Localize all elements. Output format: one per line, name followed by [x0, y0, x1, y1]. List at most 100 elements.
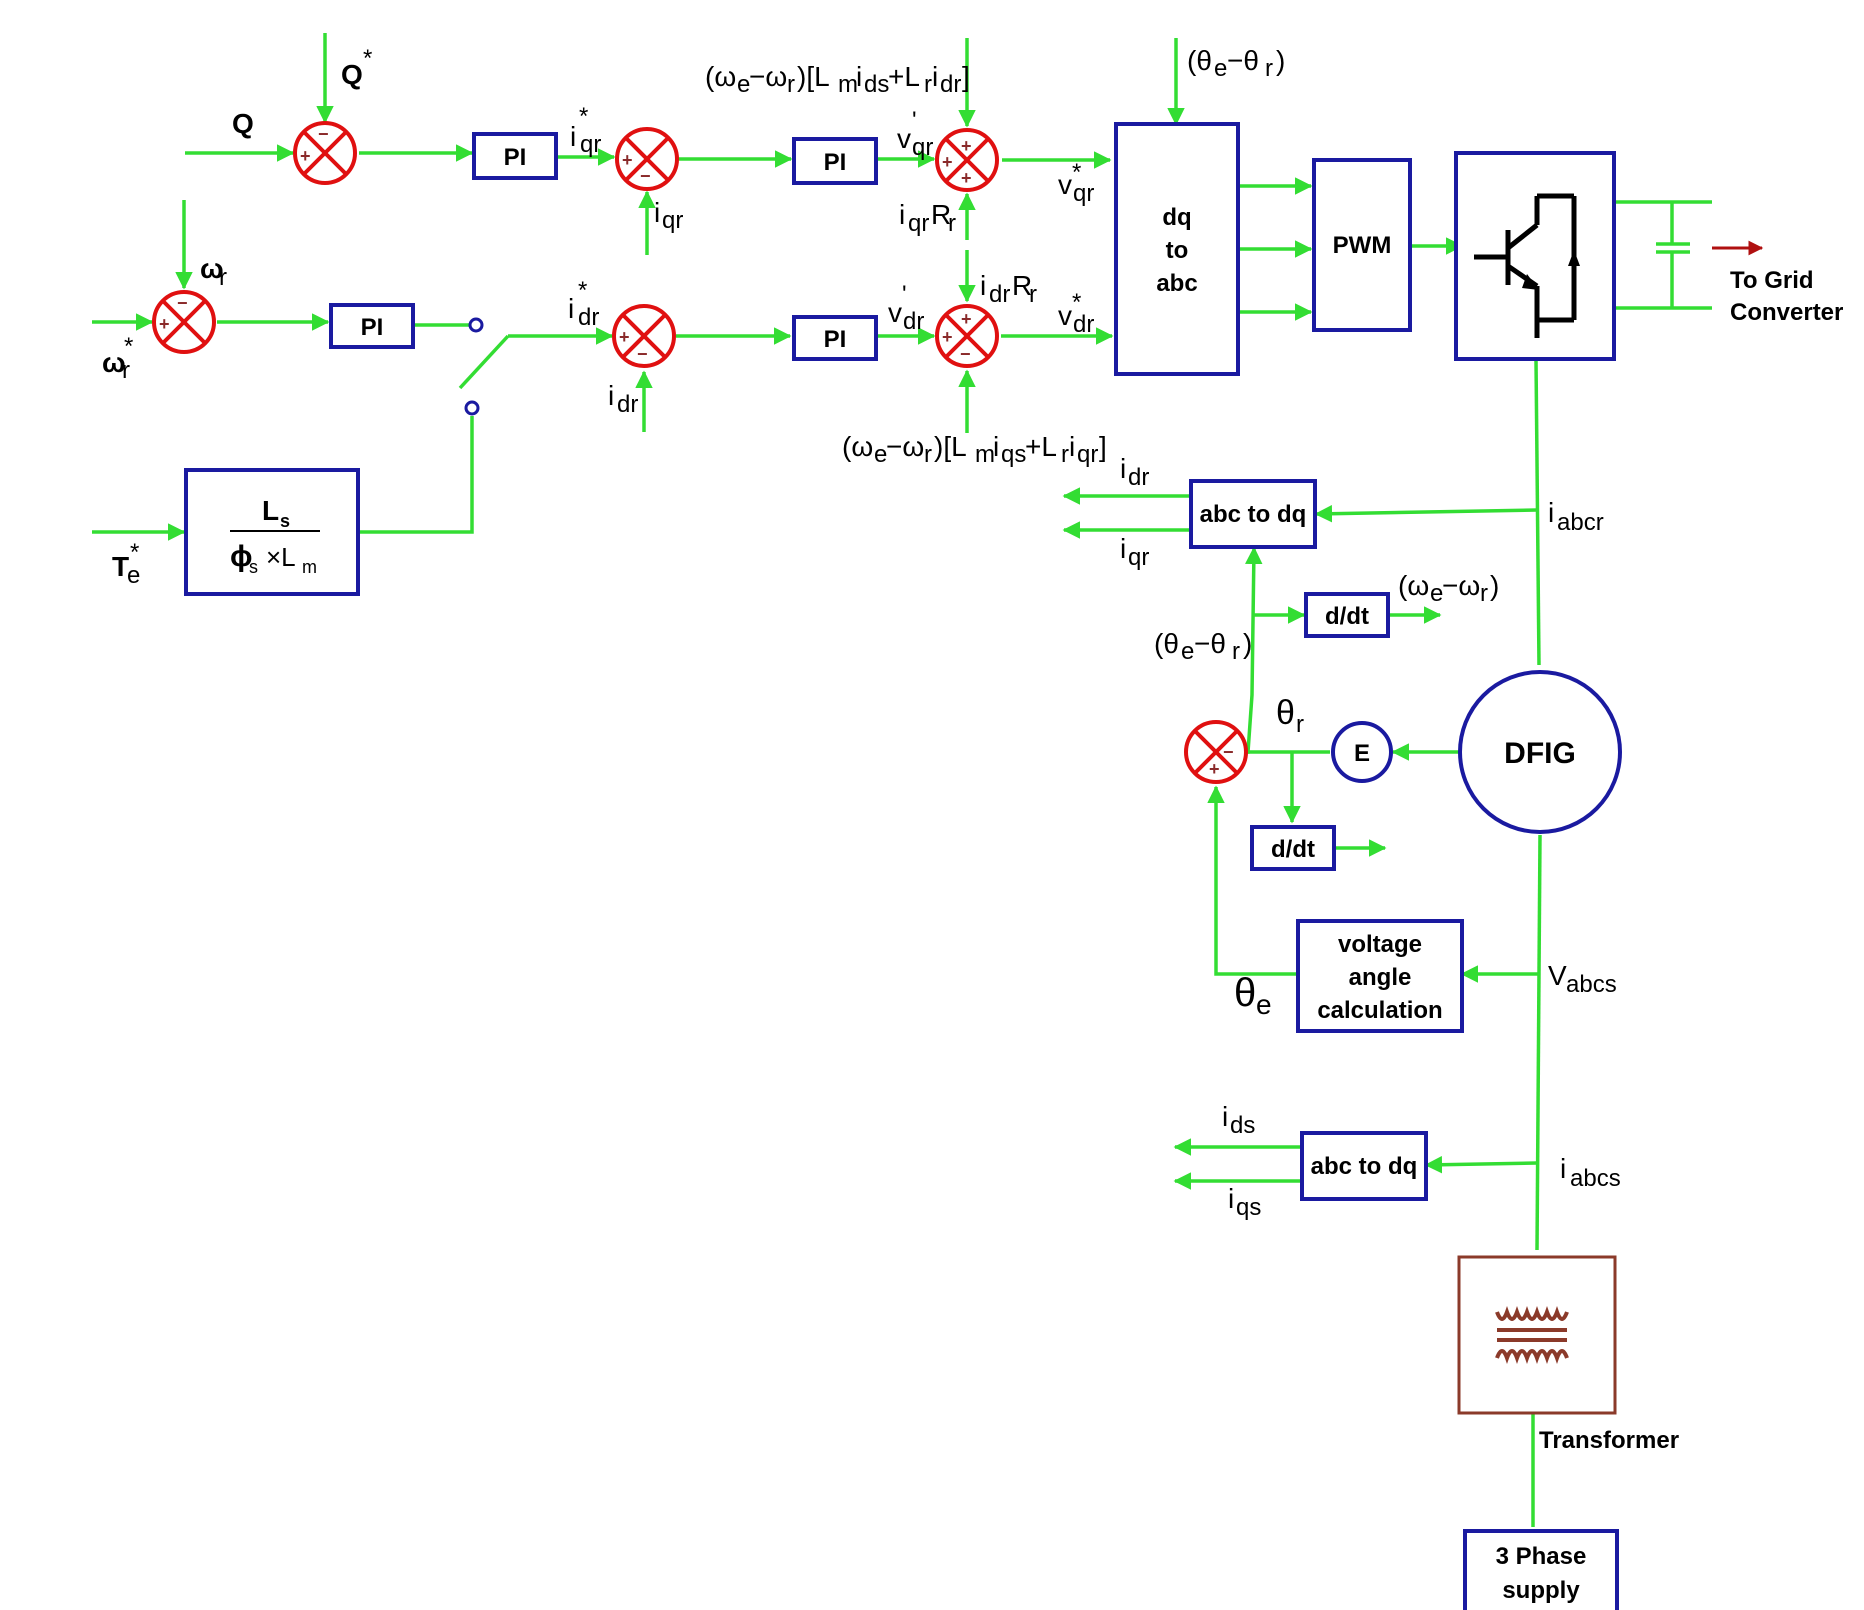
plus-sign: + — [1209, 759, 1220, 779]
label-ff-d: (ω e −ω r )[L m i qs +L r i qr ] — [842, 431, 1107, 468]
label-theta-e: θ — [1234, 971, 1256, 1015]
voltage-angle-line1: voltage — [1338, 931, 1422, 958]
ff-text: −ω — [749, 61, 787, 92]
ddt-label: d/dt — [1325, 603, 1369, 630]
ff-text: )[L — [797, 61, 830, 92]
plus-sign: + — [622, 150, 633, 170]
pi-block-idr: PI — [792, 315, 878, 361]
grid-label-line1: To Grid — [1730, 267, 1814, 294]
label-iqr-rr-sub: qr — [908, 210, 929, 237]
switch-contact-speed — [468, 317, 484, 333]
label-idr-rr-sub: dr — [989, 281, 1010, 308]
pi-label: PI — [824, 326, 847, 353]
omega-text: r — [1480, 580, 1488, 607]
summer-vqr: + + + — [935, 128, 999, 192]
theta-text: (θ — [1187, 45, 1212, 76]
label-iqr-ref-sub: qr — [580, 131, 601, 158]
pi-block-iqr: PI — [792, 137, 878, 185]
label-theta-e-sub: e — [1256, 989, 1272, 1020]
label-idr-sub: dr — [617, 391, 638, 418]
ff-text: e — [874, 441, 887, 468]
ff-text: (ω — [705, 61, 736, 92]
ff-text: i — [993, 431, 999, 462]
label-theta-r: θ — [1276, 694, 1295, 732]
label-q-ref-star: * — [363, 45, 372, 72]
ff-text: i — [856, 61, 862, 92]
label-ff-q: (ω e −ω r )[L m i ds +L r i dr ] — [705, 61, 970, 98]
plus-sign: + — [961, 168, 972, 188]
ff-text: qs — [1001, 441, 1026, 468]
omega-text: −ω — [1442, 570, 1480, 601]
label-iabcr: i — [1548, 497, 1554, 528]
theta-text: ) — [1243, 628, 1252, 659]
ff-text: ] — [962, 61, 970, 92]
inverter-block — [1454, 151, 1616, 361]
label-idr-rr-r: R — [1012, 270, 1032, 301]
omega-text: e — [1430, 580, 1443, 607]
ff-text: ] — [1099, 431, 1107, 462]
voltage-angle-line2: angle — [1349, 964, 1412, 991]
label-iqr: i — [654, 197, 660, 228]
dq-to-abc-line1: dq — [1162, 204, 1191, 231]
label-omega-r-sub: r — [219, 264, 227, 291]
grid-label-line2: Converter — [1730, 299, 1843, 326]
signal-lines — [92, 33, 1764, 1527]
dq-to-abc-line3: abc — [1156, 270, 1197, 297]
ff-text: +L — [888, 61, 920, 92]
label-te-ref: T — [112, 551, 129, 582]
label-omega-r: ω — [200, 253, 224, 284]
ff-text: r — [924, 441, 932, 468]
theta-text: e — [1181, 638, 1194, 665]
label-omega-r-ref-sub: r — [122, 357, 130, 384]
ddt-block-omega: d/dt — [1304, 592, 1390, 638]
label-vdr-prime: v — [888, 297, 902, 328]
label-iqr-rr: i — [899, 199, 905, 230]
summer-theta: − + — [1184, 720, 1248, 784]
pwm-label: PWM — [1333, 232, 1392, 259]
theta-text: r — [1232, 638, 1240, 665]
switch-contact-torque — [464, 400, 480, 416]
summer-speed: − + — [152, 290, 216, 354]
plus-sign: + — [300, 146, 311, 166]
plus-sign: + — [942, 152, 953, 172]
voltage-angle-line3: calculation — [1317, 997, 1442, 1024]
label-iqr-rr-r: R — [931, 199, 951, 230]
ff-text: i — [932, 61, 938, 92]
flux-lm-sub: m — [302, 557, 317, 577]
label-iqr-rr-rsub: r — [948, 210, 956, 237]
flux-lm: ×L — [266, 542, 296, 572]
label-idr: i — [608, 380, 614, 411]
label-te-ref-star: * — [130, 539, 139, 566]
ddt-block-theta: d/dt — [1250, 825, 1336, 871]
supply-line1: 3 Phase — [1496, 1543, 1587, 1570]
ddt-label: d/dt — [1271, 836, 1315, 863]
theta-text: e — [1214, 55, 1227, 82]
label-omega-diff: (ω e −ω r ) — [1398, 570, 1499, 607]
minus-sign: − — [960, 344, 971, 364]
transformer-icon — [1495, 1306, 1569, 1364]
label-iqr-sub: qr — [662, 207, 683, 234]
pwm-block: PWM — [1312, 158, 1412, 332]
label-ids: i — [1222, 1101, 1228, 1132]
label-omega-r-ref: ω — [102, 347, 126, 378]
label-q: Q — [232, 108, 254, 139]
encoder-label: E — [1354, 740, 1370, 767]
plus-sign: + — [961, 136, 972, 156]
label-vqr-ref-star: * — [1072, 159, 1081, 186]
ff-text: )[L — [934, 431, 967, 462]
ff-text: dr — [940, 71, 961, 98]
flux-numerator: L — [262, 495, 279, 526]
label-vdr-ref-star: * — [1072, 289, 1081, 316]
label-iqs: i — [1228, 1183, 1234, 1214]
abc-to-dq-rotor-block: abc to dq — [1189, 479, 1317, 549]
label-iqr-ref-star: * — [579, 103, 588, 130]
summer-vdr: + + − — [935, 304, 999, 368]
ff-text: ds — [864, 71, 889, 98]
pi-label: PI — [504, 144, 527, 171]
ff-text: r — [924, 71, 932, 98]
label-vdr-ref-sub: dr — [1073, 311, 1094, 338]
theta-text: −θ — [1194, 628, 1226, 659]
ff-text: r — [1061, 441, 1069, 468]
ff-text: qr — [1077, 441, 1098, 468]
